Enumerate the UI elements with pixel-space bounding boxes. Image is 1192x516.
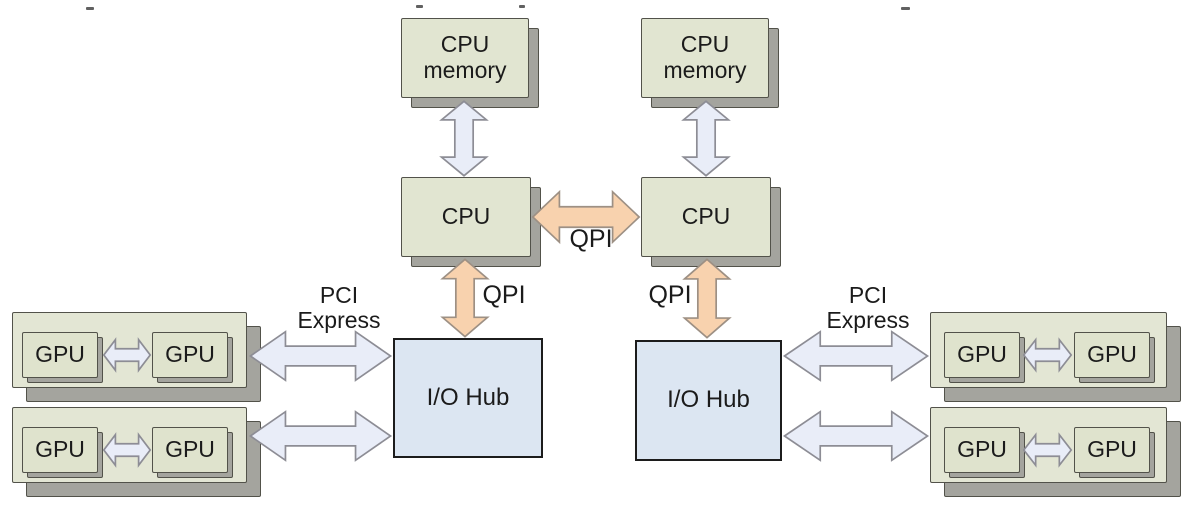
cpu-memory-box-left: CPU memory (401, 18, 529, 98)
cpu-memory-label: CPU memory (423, 31, 507, 83)
gpu-label: GPU (35, 341, 85, 368)
gpu-box-l1b: GPU (152, 332, 228, 378)
gpu-label: GPU (1087, 341, 1137, 368)
gpu-gpu-arrow-l1 (103, 339, 151, 371)
crop-artifact (416, 5, 423, 8)
gpu-box-r2b: GPU (1074, 427, 1150, 473)
gpu-label: GPU (957, 341, 1007, 368)
pci-express-left-label: PCI Express (297, 282, 381, 333)
crop-artifact (901, 7, 910, 10)
pcie-arrow-left-bottom (249, 410, 392, 462)
io-hub-box-left: I/O Hub (393, 338, 543, 458)
pcie-arrow-right-top (783, 330, 929, 382)
cpu-memory-box-right: CPU memory (641, 18, 769, 98)
pci-express-right-label: PCI Express (826, 282, 910, 333)
gpu-box-l2a: GPU (22, 427, 98, 473)
gpu-box-l1a: GPU (22, 332, 98, 378)
gpu-label: GPU (165, 341, 215, 368)
cpu-box-right: CPU (641, 177, 771, 257)
gpu-box-l2b: GPU (152, 427, 228, 473)
gpu-gpu-arrow-r1 (1023, 339, 1072, 371)
crop-artifact (519, 5, 525, 8)
gpu-label: GPU (1087, 436, 1137, 463)
qpi-center-label: QPI (569, 225, 613, 253)
qpi-right-label: QPI (648, 281, 692, 309)
qpi-left-label: QPI (482, 281, 526, 309)
memory-cpu-arrow-left (440, 100, 488, 177)
io-hub-label: I/O Hub (667, 386, 750, 414)
pcie-arrow-left-top (249, 330, 392, 382)
cpu-memory-label: CPU memory (663, 31, 747, 83)
memory-cpu-arrow-right (682, 100, 730, 177)
gpu-box-r2a: GPU (944, 427, 1020, 473)
crop-artifact (86, 7, 94, 10)
cpu-label: CPU (441, 203, 491, 230)
cpu-label: CPU (681, 203, 731, 230)
gpu-box-r1a: GPU (944, 332, 1020, 378)
pcie-arrow-right-bottom (783, 410, 929, 462)
gpu-box-r1b: GPU (1074, 332, 1150, 378)
io-hub-box-right: I/O Hub (635, 340, 782, 461)
gpu-label: GPU (165, 436, 215, 463)
io-hub-label: I/O Hub (426, 383, 510, 411)
gpu-label: GPU (957, 436, 1007, 463)
gpu-gpu-arrow-r2 (1023, 434, 1072, 466)
cpu-box-left: CPU (401, 177, 531, 257)
gpu-gpu-arrow-l2 (103, 434, 151, 466)
gpu-label: GPU (35, 436, 85, 463)
